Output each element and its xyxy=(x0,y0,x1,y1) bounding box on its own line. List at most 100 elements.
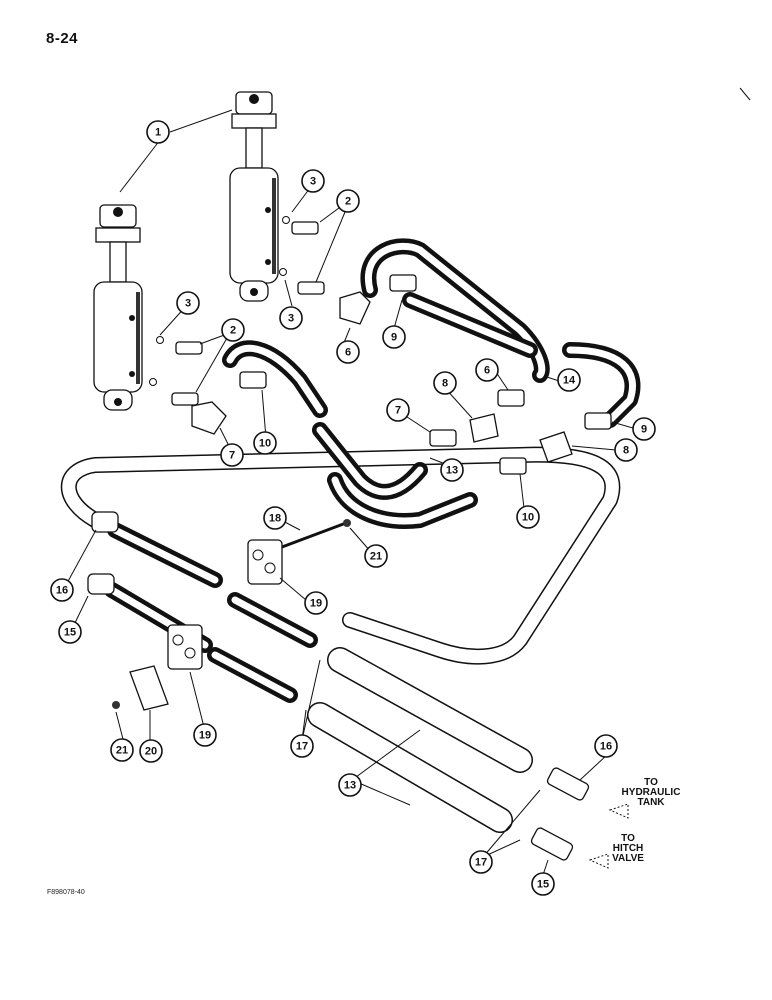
callout-13: 13 xyxy=(440,458,464,482)
callout-label: 10 xyxy=(522,512,534,524)
callout-circle xyxy=(469,850,493,874)
callout-circle xyxy=(139,739,163,763)
callout-label: 18 xyxy=(269,513,281,525)
callout-7: 7 xyxy=(386,398,410,422)
callout-21: 21 xyxy=(364,544,388,568)
callout-circle xyxy=(50,578,74,602)
callout-circle xyxy=(338,773,362,797)
callout-circle xyxy=(386,398,410,422)
callout-21: 21 xyxy=(110,738,134,762)
dest-hitch-line2: HITCH xyxy=(612,843,644,854)
callout-8: 8 xyxy=(614,438,638,462)
callout-label: 15 xyxy=(64,627,76,639)
callout-16: 16 xyxy=(594,734,618,758)
callout-14: 14 xyxy=(557,368,581,392)
callout-circle xyxy=(110,738,134,762)
callout-circle xyxy=(382,325,406,349)
callout-circle xyxy=(220,443,244,467)
right-hydraulic-cylinder xyxy=(229,91,279,302)
callout-2: 2 xyxy=(221,318,245,342)
callout-circle xyxy=(263,506,287,530)
callout-circle xyxy=(290,734,314,758)
callout-circle xyxy=(58,620,82,644)
callout-label: 13 xyxy=(344,780,356,792)
callout-label: 20 xyxy=(145,746,157,758)
callout-circle xyxy=(253,431,277,455)
callout-8: 8 xyxy=(433,371,457,395)
callout-circle xyxy=(336,340,360,364)
callout-label: 19 xyxy=(199,730,211,742)
callout-3: 3 xyxy=(279,306,303,330)
callout-label: 2 xyxy=(230,325,236,337)
cylinder-fittings xyxy=(149,216,371,435)
dest-tank-line1: TO xyxy=(644,777,658,788)
callout-label: 19 xyxy=(310,598,322,610)
callout-10: 10 xyxy=(516,505,540,529)
callout-13: 13 xyxy=(338,773,362,797)
callout-label: 3 xyxy=(185,298,191,310)
callout-circle xyxy=(531,872,555,896)
callout-label: 17 xyxy=(296,741,308,753)
callout-label: 3 xyxy=(288,313,294,325)
callout-circle xyxy=(614,438,638,462)
callout-circle xyxy=(336,189,360,213)
callout-label: 14 xyxy=(563,375,576,387)
callout-6: 6 xyxy=(475,358,499,382)
callout-circle xyxy=(146,120,170,144)
callout-10: 10 xyxy=(253,431,277,455)
callout-9: 9 xyxy=(382,325,406,349)
callout-6: 6 xyxy=(336,340,360,364)
callout-label: 13 xyxy=(446,465,458,477)
callout-label: 7 xyxy=(229,450,235,462)
callout-19: 19 xyxy=(304,591,328,615)
callout-circle xyxy=(193,723,217,747)
callout-label: 1 xyxy=(155,127,161,139)
upper-hose-assembly xyxy=(360,238,641,428)
page-number: 8-24 xyxy=(46,30,79,47)
callout-3: 3 xyxy=(301,169,325,193)
callout-20: 20 xyxy=(139,739,163,763)
callout-circle xyxy=(221,318,245,342)
callout-label: 9 xyxy=(391,332,397,344)
callout-label: 10 xyxy=(259,438,271,450)
dest-hitch-line3: VALVE xyxy=(612,853,644,864)
callout-label: 17 xyxy=(475,857,487,869)
callout-label: 3 xyxy=(310,176,316,188)
tee-fittings xyxy=(239,274,612,475)
hose-clamps xyxy=(112,519,351,711)
callout-2: 2 xyxy=(336,189,360,213)
callout-15: 15 xyxy=(58,620,82,644)
callout-label: 16 xyxy=(600,741,612,753)
destination-hitch-valve: TO HITCH VALVE xyxy=(592,834,664,864)
callout-circle xyxy=(516,505,540,529)
callout-label: 21 xyxy=(116,745,128,757)
dest-tank-line2: HYDRAULIC xyxy=(621,787,681,798)
callout-9: 9 xyxy=(632,417,656,441)
callout-18: 18 xyxy=(263,506,287,530)
callout-17: 17 xyxy=(290,734,314,758)
callout-circle xyxy=(440,458,464,482)
callout-circle xyxy=(364,544,388,568)
figure-code: F898078-40 xyxy=(47,889,85,896)
left-hydraulic-cylinder xyxy=(93,204,143,411)
callout-circle xyxy=(279,306,303,330)
callout-circle xyxy=(475,358,499,382)
callout-label: 2 xyxy=(345,196,351,208)
callout-16: 16 xyxy=(50,578,74,602)
callout-label: 21 xyxy=(370,551,382,563)
callout-circle xyxy=(594,734,618,758)
callout-label: 6 xyxy=(345,347,351,359)
callout-15: 15 xyxy=(531,872,555,896)
long-destination-hoses xyxy=(307,647,590,861)
callout-19: 19 xyxy=(193,723,217,747)
destination-hydraulic-tank: TO HYDRAULIC TANK xyxy=(608,778,694,808)
return-loop-hose xyxy=(60,446,621,665)
callout-label: 9 xyxy=(641,424,647,436)
lower-hose-assembly xyxy=(222,340,478,529)
callout-label: 8 xyxy=(623,445,629,457)
callout-circle xyxy=(176,291,200,315)
callout-circle xyxy=(632,417,656,441)
destination-arrows xyxy=(588,87,751,869)
